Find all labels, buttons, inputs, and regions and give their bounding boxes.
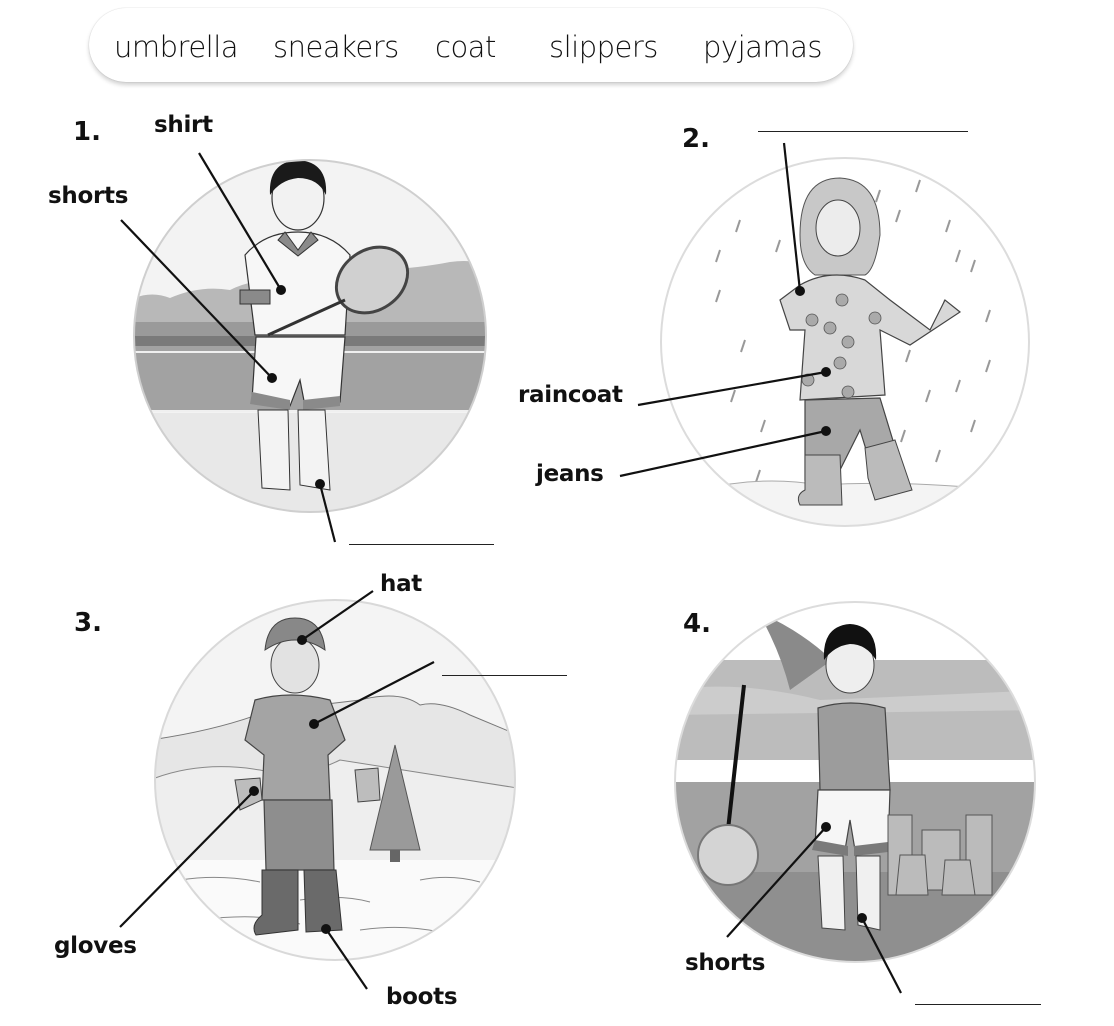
label-raincoat: raincoat xyxy=(518,382,623,408)
picture-number-1: 1. xyxy=(73,117,101,147)
picture-3-snow xyxy=(155,600,515,960)
label-jeans: jeans xyxy=(536,461,604,487)
answer-blank-3[interactable] xyxy=(442,675,567,676)
answer-blank-1[interactable] xyxy=(349,544,494,545)
word-bank-item: umbrella xyxy=(114,30,239,64)
label-gloves: gloves xyxy=(54,933,137,959)
picture-number-2: 2. xyxy=(682,124,710,154)
label-shirt: shirt xyxy=(154,112,213,138)
label-boots: boots xyxy=(386,984,458,1010)
word-bank: umbrella sneakers coat slippers pyjamas xyxy=(89,8,853,82)
label-shorts: shorts xyxy=(48,183,129,209)
label-shorts-4: shorts xyxy=(685,950,766,976)
word-bank-item: slippers xyxy=(549,30,658,64)
picture-1-tennis xyxy=(134,160,486,512)
word-bank-item: coat xyxy=(435,30,496,64)
picture-2-rain xyxy=(661,158,1029,526)
word-bank-item: sneakers xyxy=(273,30,399,64)
answer-blank-2[interactable] xyxy=(758,131,968,132)
answer-blank-4[interactable] xyxy=(915,1004,1041,1005)
label-hat: hat xyxy=(380,571,422,597)
picture-number-3: 3. xyxy=(74,608,102,638)
picture-number-4: 4. xyxy=(683,609,711,639)
word-bank-item: pyjamas xyxy=(703,30,823,64)
